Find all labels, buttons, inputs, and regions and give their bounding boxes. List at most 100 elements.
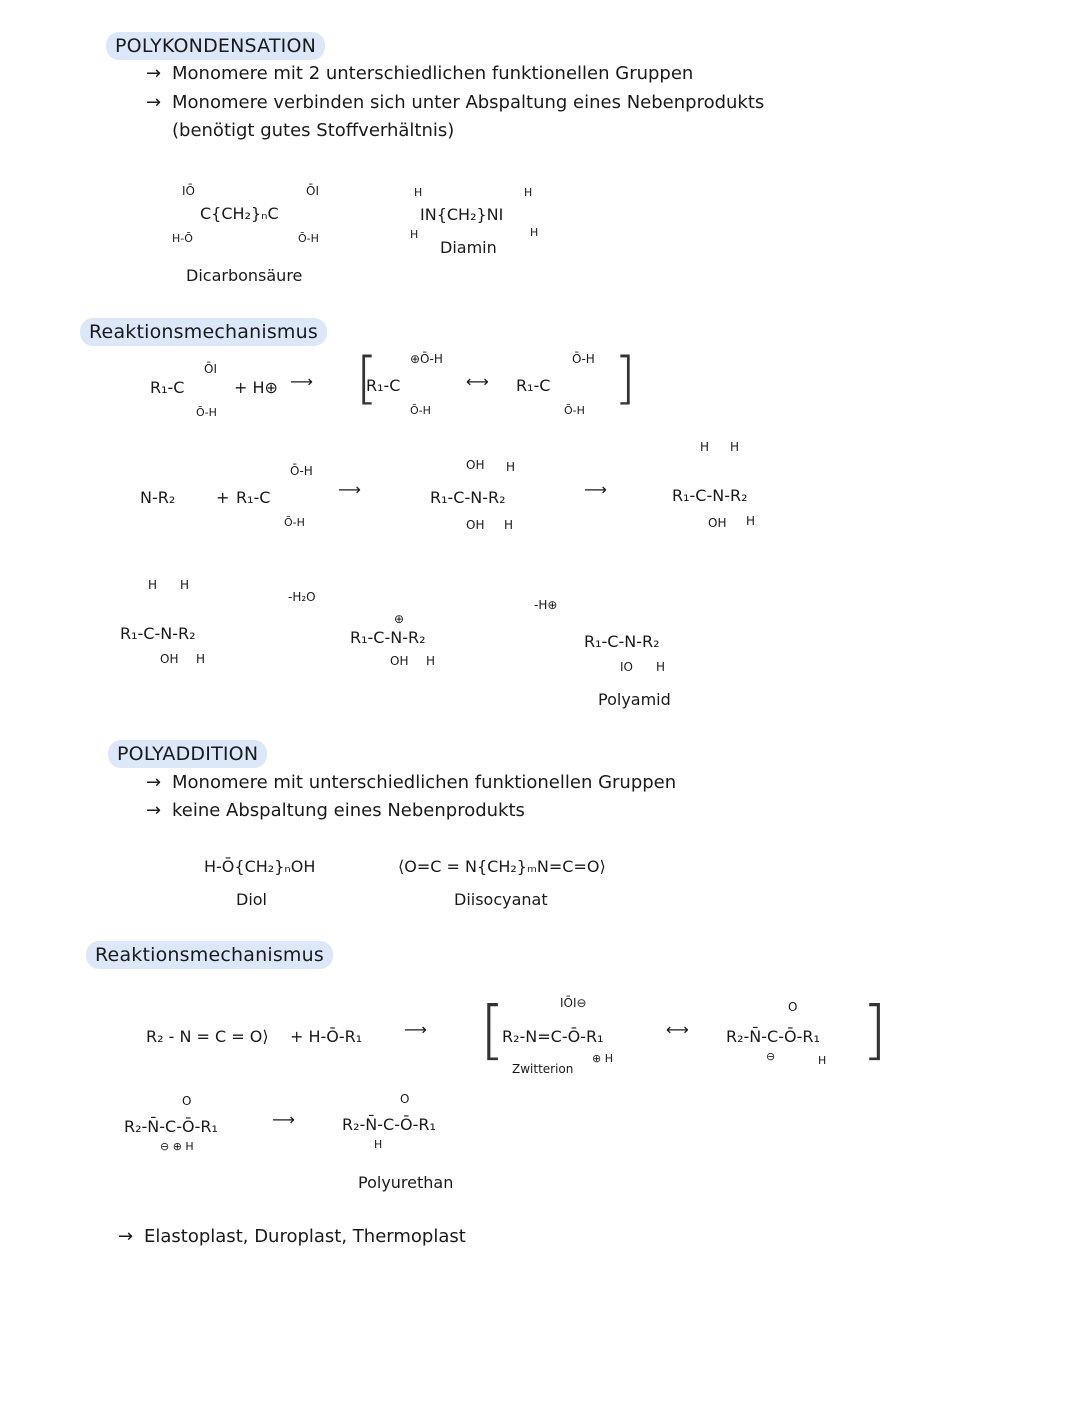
bullet-note: (benötigt gutes Stoffverhältnis) [172, 120, 455, 141]
bullet-text: Monomere mit unterschiedlichen funktione… [172, 772, 677, 793]
bracket-open: [ [356, 346, 378, 411]
atom-label: O [400, 1092, 410, 1106]
atom-label: H [426, 654, 436, 668]
footer-text: Elastoplast, Duroplast, Thermoplast [144, 1226, 466, 1247]
section-title-polyaddition: POLYADDITION [108, 740, 268, 768]
footer-bullet: → Elastoplast, Duroplast, Thermoplast [118, 1226, 466, 1247]
atom-label: H [818, 1054, 827, 1067]
bracket-close: ] [614, 346, 636, 411]
structure-label: R₁-C [366, 376, 401, 395]
atom-label: ⊖ ⊕ H [160, 1140, 194, 1153]
arrow-right-icon: ⟶ [272, 1110, 295, 1129]
polyamid-label: Polyamid [598, 690, 671, 709]
structure-label: R₁-C [516, 376, 551, 395]
reagent-alcohol: + H-Ō-R₁ [290, 1027, 363, 1046]
bullet-text: Monomere mit 2 unterschiedlichen funktio… [172, 63, 694, 84]
atom-label: H [410, 228, 419, 241]
atom-label: H [148, 578, 158, 592]
atom-label: OH [708, 516, 727, 530]
diol-label: Diol [236, 890, 267, 909]
atom-label: H [730, 440, 740, 454]
arrow-right-icon: ⟶ [404, 1020, 427, 1039]
atom-label: O [788, 1000, 798, 1014]
atom-label: Ō-H [290, 464, 313, 478]
atom-label: ⊕Ō-H [410, 352, 443, 366]
arrow-right-icon: ⟶ [338, 480, 361, 499]
diamin-label: Diamin [440, 238, 497, 257]
section-title-polykondensation: POLYKONDENSATION [106, 32, 326, 60]
atom-label: H [530, 226, 539, 239]
arrow-right-icon: ⟶ [290, 372, 313, 391]
atom-label: H [700, 440, 710, 454]
arrow-right-icon: ⟶ [584, 480, 607, 499]
atom-label: Ō-H [298, 232, 319, 245]
atom-label: Ō-H [572, 352, 595, 366]
zwitterion-structure: R₂-N̄-C-Ō-R₁ [726, 1027, 820, 1046]
atom-label: H [180, 578, 190, 592]
structure-label: R₁-C-N-R₂ [584, 632, 660, 651]
arrow-right-icon: → [118, 1226, 134, 1247]
mechanism-label: Reaktionsmechanismus [86, 941, 333, 969]
atom-label: ŌI [306, 184, 319, 198]
atom-label: ⊖ [766, 1050, 776, 1063]
reagent-hplus: + H⊕ [234, 378, 278, 397]
bullet-text: keine Abspaltung eines Nebenprodukts [172, 800, 525, 821]
mechanism-label: Reaktionsmechanismus [80, 318, 327, 346]
zwitterion-label: Zwitterion [512, 1062, 574, 1076]
diisocyanat-label: Diisocyanat [454, 890, 548, 909]
minus-hplus-label: -H⊕ [534, 598, 558, 612]
atom-label: ŌI [204, 362, 217, 376]
atom-label: IŌ [182, 184, 195, 198]
atom-label: Ō-H [284, 516, 305, 529]
polyurethan-label: Polyurethan [358, 1173, 454, 1192]
structure-label: R₁-C-N-R₂ [430, 488, 506, 507]
bullet-text: Monomere verbinden sich unter Abspaltung… [172, 92, 765, 113]
bullet-item: → Monomere mit 2 unterschiedlichen funkti… [146, 63, 693, 84]
atom-label: OH [466, 518, 485, 532]
zwitterion-structure: R₂-N=C-Ō-R₁ [502, 1027, 604, 1046]
structure-label: R₂-N̄-C-Ō-R₁ [342, 1115, 436, 1134]
atom-label: Ō-H [564, 404, 585, 417]
structure-label: R₁-C [236, 488, 271, 507]
atom-label: H-Ō [172, 232, 193, 245]
atom-label: H [196, 652, 206, 666]
bullet-item: → Monomere mit unterschiedlichen funktion… [146, 772, 676, 793]
arrow-right-icon: → [146, 92, 162, 113]
atom-label: ⊕ [394, 612, 405, 626]
structure-label: R₁-C-N-R₂ [120, 624, 196, 643]
atom-label: H [506, 460, 516, 474]
minus-water-label: -H₂O [288, 590, 316, 604]
structure-label: R₁-C [150, 378, 185, 397]
structure-label: N-R₂ [140, 488, 176, 507]
atom-label: OH [390, 654, 409, 668]
atom-label: OH [160, 652, 179, 666]
diol-formula: H-Ō{CH₂}ₙOH [204, 857, 316, 876]
structure-label: R₂ - N = C = O⟩ [146, 1027, 269, 1046]
bracket-open: [ [480, 994, 505, 1068]
diisocyanat-formula: ⟨O=C = N{CH₂}ₘN=C=O⟩ [398, 857, 606, 876]
atom-label: IŌI⊖ [560, 996, 587, 1010]
atom-label: H [374, 1138, 383, 1151]
atom-label: ⊕ H [592, 1052, 613, 1065]
atom-label: H [746, 514, 756, 528]
bullet-item: → keine Abspaltung eines Nebenprodukts [146, 800, 525, 821]
arrow-right-icon: → [146, 772, 162, 793]
arrow-right-icon: → [146, 63, 162, 84]
atom-label: O [182, 1094, 192, 1108]
atom-label: Ō-H [410, 404, 431, 417]
atom-label: IO [620, 660, 633, 674]
resonance-arrow-icon: ⟷ [466, 372, 489, 391]
diamin-formula: IN{CH₂}NI [420, 205, 504, 224]
atom-label: H [414, 186, 423, 199]
bracket-close: ] [862, 994, 887, 1068]
arrow-right-icon: → [146, 800, 162, 821]
atom-label: OH [466, 458, 485, 472]
resonance-arrow-icon: ⟷ [666, 1020, 689, 1039]
structure-label: R₁-C-N-R₂ [350, 628, 426, 647]
atom-label: Ō-H [196, 406, 217, 419]
atom-label: H [504, 518, 514, 532]
plus-sign: + [216, 488, 230, 507]
dicarbonsaeure-label: Dicarbonsäure [186, 266, 303, 285]
atom-label: H [656, 660, 666, 674]
structure-label: R₂-N̄-C-Ō-R₁ [124, 1117, 218, 1136]
